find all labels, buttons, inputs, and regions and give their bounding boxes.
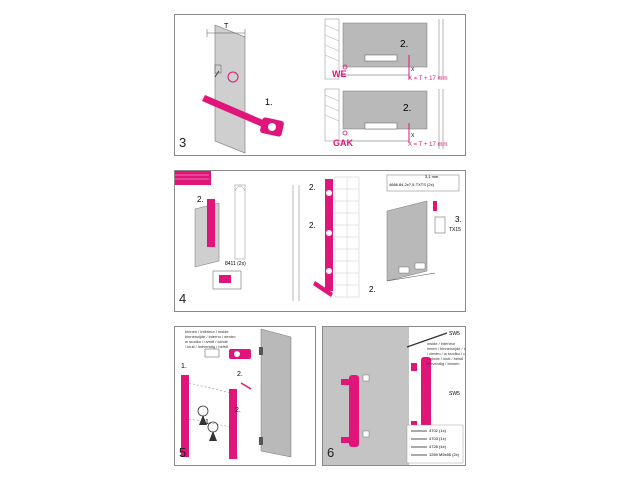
step-2-bottom: 2.: [369, 285, 376, 294]
step-2-mid-top: 2.: [309, 183, 316, 192]
step-4-illustration: [175, 171, 460, 301]
drill-bit: [313, 281, 333, 297]
glass-clip-right: [414, 262, 426, 270]
step-2-label: 2.: [237, 371, 243, 378]
step-number: 6: [327, 445, 335, 460]
step-number: 3: [179, 135, 187, 150]
step-2-mid: 2.: [309, 221, 316, 230]
step-2-label-lower: 2.: [235, 407, 241, 414]
wall-section-bottom: [324, 88, 340, 142]
measuring-tape: [202, 95, 270, 129]
arrow-mark: [214, 70, 220, 78]
sw5-top-label: SW5: [449, 331, 460, 337]
glass-panel-right: [386, 200, 428, 282]
handle-exploded: [421, 357, 431, 437]
part-item: 4702 (1x): [429, 428, 446, 433]
profile-left: [181, 375, 189, 457]
step-3-panel: 3 1. T 2. 2. WE GAK X = T + 17 mm X = T …: [174, 14, 466, 156]
profile-bottom: [364, 122, 398, 130]
clip-part: [219, 275, 231, 283]
spec-drill: 3,1 mm: [425, 174, 439, 179]
dimension-T-label: T: [224, 23, 229, 30]
glass-clip-left: [398, 266, 410, 274]
inside-note: inside / intérieur innen / binnenzijde /…: [427, 341, 466, 366]
wall-section-top: [324, 18, 340, 80]
tool-tx15-label: TX15: [449, 227, 461, 233]
step-5-panel: 5 binnen / intérieur / inside binnenzijd…: [174, 326, 316, 466]
step-3-illustration: [202, 18, 444, 154]
inside-note: binnen / intérieur / inside binnenzijde …: [185, 329, 236, 349]
step-number: 5: [179, 445, 187, 460]
glass-door: [260, 328, 292, 458]
profile-top: [364, 54, 398, 62]
step-1-label: 1.: [265, 97, 273, 107]
spec-screw: 4666 84,2x7,5-TXTS (2x): [389, 182, 434, 187]
step-1-label: 1.: [181, 363, 187, 370]
part-item: 4703 (1x): [429, 436, 446, 441]
step-number: 4: [179, 291, 187, 306]
wall-profile-magenta: [207, 199, 215, 247]
glass-door-face: [323, 327, 409, 465]
formula-top: X = T + 17 mm: [408, 76, 448, 82]
spec-box: [386, 174, 460, 192]
callout-circle: [227, 71, 239, 83]
dimension-x-top-label: X: [411, 67, 415, 73]
glass-top-view-bottom: [342, 90, 428, 130]
step-3-label: 3.: [455, 215, 462, 224]
screw-top: [406, 332, 448, 348]
parts-list: 4702 (1x) 4703 (1x) 4726 (4x) 1269 M5x55…: [429, 427, 459, 459]
screwdriver-icon: [434, 216, 446, 234]
step-1-label-lower: 1.: [205, 419, 211, 426]
step-5-illustration: [181, 328, 292, 459]
profile-right: [229, 389, 237, 459]
wall-profile: [234, 184, 246, 260]
hand-tool-icon-1: [197, 405, 209, 417]
glass-panel: [214, 24, 246, 154]
label-gak: GAK: [333, 138, 353, 148]
step-6-panel: 6 SW5 SW5 inside / intérieur innen / bin…: [322, 326, 466, 466]
part-8411-label: 8411 (2x): [225, 261, 246, 267]
step-2-label-top: 2.: [400, 39, 409, 50]
door-handle: [349, 375, 359, 447]
header-block: [175, 171, 211, 185]
sw5-bottom-label: SW5: [449, 391, 460, 397]
part-item: 1269 M5x55 (2x): [429, 452, 460, 457]
formula-bottom: X = T + 17 mm: [408, 142, 448, 148]
tape-measure-reel: [268, 123, 276, 131]
step-6-illustration: [323, 327, 464, 465]
part-item: 4726 (4x): [429, 444, 446, 449]
dimension-x-bottom-label: X: [411, 133, 415, 139]
label-we: WE: [332, 69, 347, 79]
step-2-left: 2.: [197, 195, 204, 204]
tile-wall: [334, 176, 360, 298]
step-4-panel: 4 2. 2. 2. 2. 3. TX15 8411 (2x) 3,1 mm 4…: [174, 170, 466, 312]
step-2-label-bottom: 2.: [403, 103, 412, 114]
